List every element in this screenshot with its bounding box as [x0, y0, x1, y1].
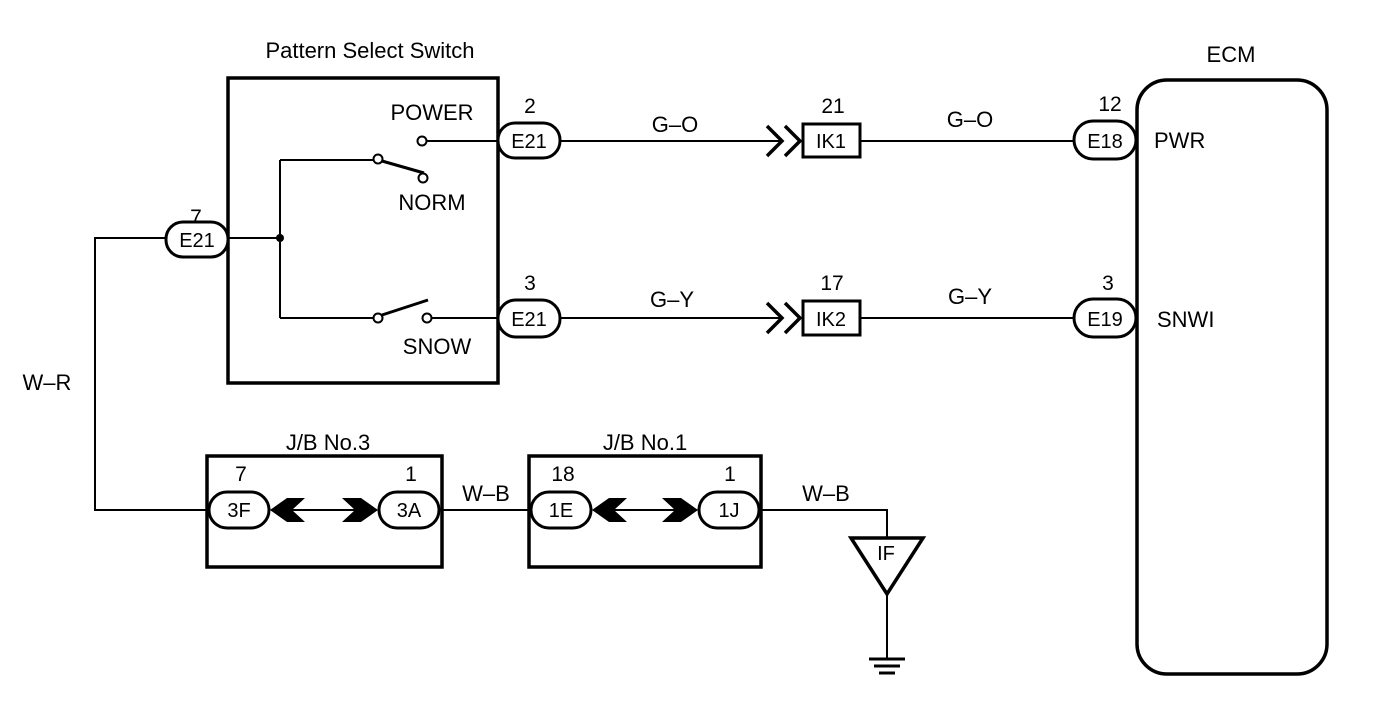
pin-number: 1	[405, 463, 417, 486]
jb1-title: J/B No.1	[603, 430, 687, 455]
connector-1j	[697, 490, 761, 530]
connector-label: 1J	[718, 500, 739, 522]
pin-number: 1	[724, 463, 736, 486]
wire-label-w-b-2: W–B	[802, 481, 850, 506]
connector-label: 1E	[549, 500, 573, 522]
switch-snow-label: SNOW	[403, 334, 472, 359]
ecm: ECM PWR SNWI	[1135, 42, 1329, 676]
inline-connector-chevron-icon	[765, 301, 785, 335]
ground-icon	[869, 657, 905, 675]
connector-label: IK1	[816, 131, 846, 153]
connector-shape	[801, 122, 862, 159]
connector-label: E21	[511, 309, 547, 331]
jb3-title: J/B No.3	[286, 430, 370, 455]
connector-label: 3F	[227, 500, 250, 522]
inline-connector-chevron-icon	[783, 124, 803, 158]
wire-label-g-o-2: G–O	[947, 107, 993, 132]
connector-ik2: 17 IK2	[801, 272, 862, 337]
connector-label: E18	[1087, 131, 1123, 153]
wire-label-g-y-1: G–Y	[650, 287, 694, 312]
ecm-pwr-terminal: PWR	[1154, 128, 1205, 153]
switch-box	[226, 76, 500, 385]
pin-number: 2	[524, 95, 536, 118]
wire-w-b-2	[761, 509, 888, 538]
norm-pivot-icon	[372, 153, 384, 165]
power-terminal-icon	[416, 135, 428, 147]
connector-3f	[207, 490, 271, 530]
connector-e21-pin7: 7 E21	[164, 206, 230, 259]
connector-1e	[529, 490, 593, 530]
ecm-box	[1135, 78, 1329, 676]
jb1-box	[527, 454, 763, 569]
norm-terminal-icon	[417, 172, 429, 184]
connector-e18: 12 E18	[1072, 93, 1138, 161]
connector-label: E21	[511, 131, 547, 153]
jb3-right-arrow-icon	[342, 498, 378, 522]
snow-lever-icon	[381, 298, 429, 317]
wire-label-g-y-2: G–Y	[948, 284, 992, 309]
wire-label-w-b-1: W–B	[462, 481, 510, 506]
norm-lever-icon	[381, 159, 425, 175]
pin-number: 3	[1102, 272, 1114, 295]
connector-e21-pin2: 2 E21	[496, 95, 562, 160]
connector-ik1: 21 IK1	[801, 95, 862, 159]
pin-number: 7	[190, 206, 202, 229]
jb1-right-arrow-icon	[662, 498, 698, 522]
connector-label: E19	[1087, 309, 1123, 331]
pin-number: 12	[1098, 93, 1121, 116]
ecm-title: ECM	[1207, 42, 1256, 67]
ground-label: IF	[877, 543, 895, 565]
pin-number: 3	[524, 272, 536, 295]
pin-number: 7	[235, 463, 247, 486]
connector-e19: 3 E19	[1072, 272, 1138, 339]
jb3-left-arrow-icon	[270, 498, 305, 522]
pin-number: 18	[551, 463, 574, 486]
switch-norm-label: NORM	[398, 190, 465, 215]
connector-shape	[801, 299, 862, 337]
connector-label: E21	[179, 230, 215, 252]
connector-3a	[377, 490, 441, 530]
junction-block-1: J/B No.1 18 1E 1 1J	[527, 430, 763, 569]
pattern-select-switch: Pattern Select Switch POWER NORM SNOW	[226, 38, 500, 385]
pin-number: 17	[820, 272, 843, 295]
connector-label: 3A	[397, 500, 422, 522]
inline-connector-chevron-icon	[765, 124, 785, 158]
ground-triangle-icon	[847, 536, 927, 598]
ground-point-if: IF	[847, 536, 927, 675]
wire-w-r	[94, 237, 208, 511]
connector-label: IK2	[816, 309, 846, 331]
snow-pivot-icon	[372, 312, 384, 324]
pin-number: 21	[821, 95, 844, 118]
ecm-snwi-terminal: SNWI	[1157, 307, 1214, 332]
switch-title: Pattern Select Switch	[265, 38, 474, 63]
connector-e21-pin3: 3 E21	[496, 272, 562, 339]
wire-label-g-o-1: G–O	[652, 112, 698, 137]
snow-terminal-icon	[421, 312, 433, 324]
inline-connector-chevron-icon	[783, 301, 803, 335]
switch-power-label: POWER	[390, 100, 473, 125]
connector-shape	[164, 220, 230, 259]
junction-block-3: J/B No.3 7 3F 1 3A	[205, 430, 444, 569]
jb3-box	[205, 454, 444, 569]
jb1-left-arrow-icon	[592, 498, 627, 522]
wire-label-w-r: W–R	[23, 370, 72, 395]
